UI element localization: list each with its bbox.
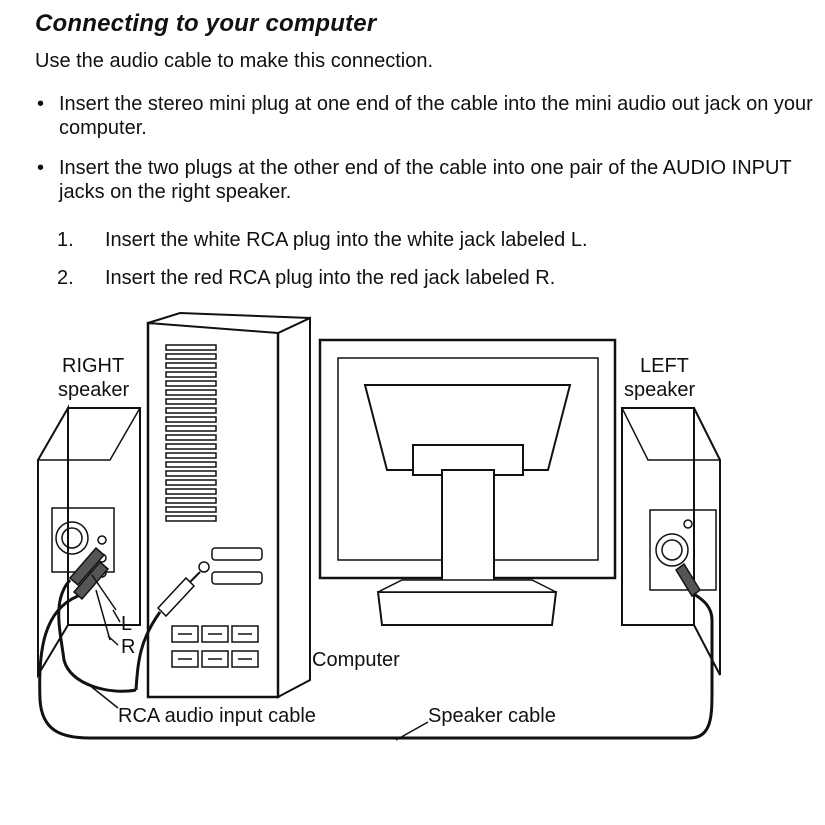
vga-ports xyxy=(211,547,263,585)
bullet-item: Insert the stereo mini plug at one end o… xyxy=(35,92,815,140)
label-right-speaker-line2: speaker xyxy=(58,379,129,401)
label-left-speaker-line1: LEFT xyxy=(640,355,689,377)
step-text: Insert the red RCA plug into the red jac… xyxy=(105,267,556,289)
label-right-speaker-line1: RIGHT xyxy=(62,355,124,377)
label-left-speaker-line2: speaker xyxy=(624,379,695,401)
rca-plug-white xyxy=(68,546,106,587)
leader-l xyxy=(112,609,121,623)
step-number: 2. xyxy=(57,267,74,289)
speaker-cable-plug xyxy=(675,562,701,598)
step-item: 1. Insert the white RCA plug into the wh… xyxy=(57,228,588,252)
instruction-bullets: Insert the stereo mini plug at one end o… xyxy=(35,92,815,220)
leader-rca xyxy=(87,683,119,709)
intro-text: Use the audio cable to make this connect… xyxy=(35,50,434,72)
bullet-item: Insert the two plugs at the other end of… xyxy=(35,156,815,204)
rca-cable-line xyxy=(134,611,162,691)
label-rca-cable: RCA audio input cable xyxy=(118,705,316,727)
speaker-cable-line xyxy=(38,592,714,740)
label-jack-r: R xyxy=(121,636,135,658)
usb-ports xyxy=(171,625,259,668)
label-jack-l: L xyxy=(121,613,132,635)
monitor-illustration xyxy=(318,338,617,626)
rca-cable-loop xyxy=(57,578,137,693)
mini-plug xyxy=(156,576,196,618)
leader-r xyxy=(107,635,119,646)
numbered-steps: 1. Insert the white RCA plug into the wh… xyxy=(57,228,588,304)
tower-vent-slots xyxy=(165,344,217,522)
label-speaker-cable: Speaker cable xyxy=(428,705,556,727)
step-text: Insert the white RCA plug into the white… xyxy=(105,229,588,251)
connection-diagram: RIGHT speaker LEFT speaker L R Computer … xyxy=(36,311,722,741)
right-speaker-illustration xyxy=(36,404,142,679)
section-heading: Connecting to your computer xyxy=(35,10,377,37)
leader-speaker xyxy=(395,721,429,741)
step-number: 1. xyxy=(57,229,74,251)
audio-out-jack xyxy=(198,561,210,573)
label-computer: Computer xyxy=(312,649,400,671)
cables xyxy=(38,578,714,740)
left-speaker-illustration xyxy=(620,407,722,676)
step-item: 2. Insert the red RCA plug into the red … xyxy=(57,266,588,290)
computer-tower-illustration xyxy=(146,311,311,699)
rca-plug-red xyxy=(72,560,110,601)
